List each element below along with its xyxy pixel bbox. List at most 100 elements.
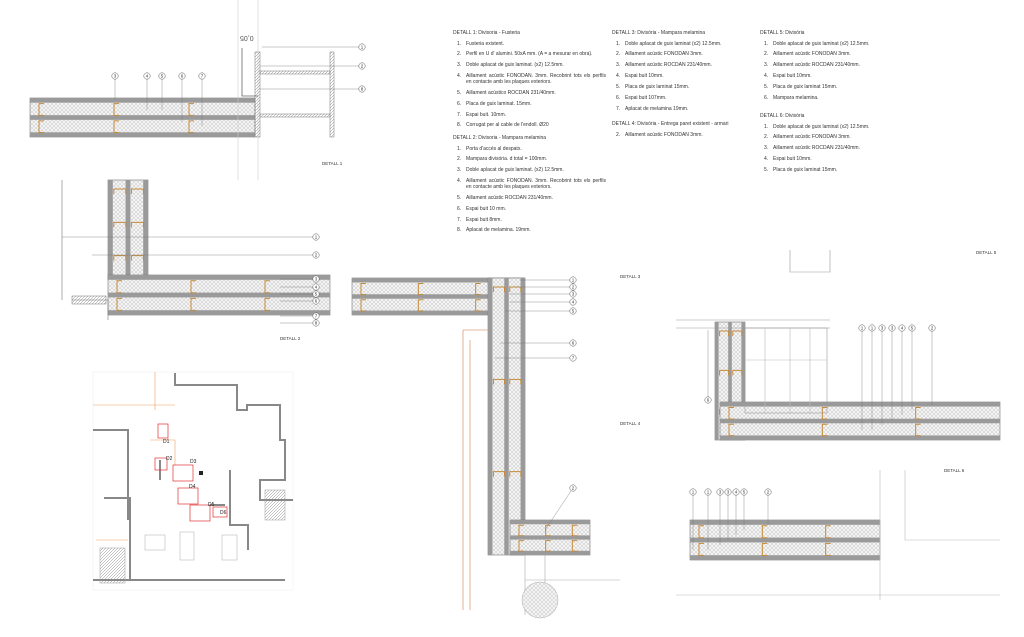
furniture — [221, 534, 238, 561]
note-item: 5.Aillament acústico ROCDAN 231/40mm. — [457, 89, 606, 97]
existing-lines — [676, 470, 1000, 600]
detail-marker-label: D2 — [166, 456, 173, 462]
note-item: 7.Espai buit 8mm. — [457, 216, 606, 224]
note-text: Aillament acústic ROCDAN 231/40mm. — [773, 145, 860, 152]
note-text: Placa de guix laminat 15mm. — [625, 84, 690, 91]
note-number: 2. — [764, 134, 769, 141]
callout-circle — [312, 233, 320, 241]
wall-detall-2-vertical — [107, 179, 149, 281]
callout-circle — [740, 488, 748, 496]
plan-lines — [93, 372, 176, 541]
note-text: Espai buit 10mm. — [773, 73, 812, 80]
callout-number: 5 — [911, 326, 914, 331]
note-item: 4.Espai buit 10mm. — [764, 157, 913, 163]
note-number: 3. — [616, 62, 621, 69]
callout-circle — [312, 290, 320, 298]
note-number: 3. — [457, 167, 462, 174]
callout-circle — [569, 354, 577, 362]
note-text: Aillament acústic FONODAN 3mm. — [773, 134, 851, 141]
note-text: Placa de guix laminat 15mm. — [773, 167, 838, 174]
gypsum-board — [510, 535, 590, 540]
callout-circle — [569, 298, 577, 306]
note-item: 3. Aillament acústic ROCDAN 231/40mm. — [616, 63, 765, 69]
note-number: 5. — [764, 84, 769, 91]
steel-profile — [761, 542, 768, 556]
note-item: 4.Espai buit 10mm. — [764, 74, 913, 80]
callout-circle — [878, 324, 886, 332]
note-item: 6.Placa de guix laminat. 15mm. — [457, 100, 606, 108]
callout-number: 1 — [871, 326, 874, 331]
note-text: Aillament acústic ROCDAN 231/40mm. — [625, 62, 712, 69]
note-number: 1. — [616, 40, 621, 47]
note-item: 2.Aillament acústic FONODAN 3mm. — [764, 52, 913, 58]
note-number: 1. — [457, 145, 462, 152]
steel-profile — [545, 540, 551, 552]
note-text: Porta d'accés al despatx. — [466, 145, 522, 152]
notes-title: DETALL 2: Divisoria - Mampara melamina — [453, 135, 547, 141]
gypsum-board — [504, 278, 509, 555]
note-item: 1.Doble aplacat de guix laminat (x2) 12.… — [616, 40, 765, 48]
gypsum-board — [352, 278, 524, 283]
steel-profile — [190, 297, 196, 311]
steel-profile — [113, 255, 127, 261]
gypsum-board — [352, 310, 524, 315]
note-text: Espai buit 10mm. — [625, 73, 664, 80]
detail-marker-label: D3 — [190, 459, 197, 465]
note-item: 4.Aillament acústic FONODAN. 3mm. Recobr… — [457, 73, 606, 85]
steel-profile — [518, 524, 524, 537]
u-profile — [241, 48, 258, 97]
callout-circle — [198, 72, 206, 80]
callout-number: 3 — [719, 490, 722, 495]
note-text: Espai buit 10mm. — [773, 156, 812, 163]
steel-profile — [732, 369, 743, 376]
note-text: Doble aplacat de guix laminat (x2) 12.5m… — [773, 123, 870, 130]
steel-profile — [113, 103, 119, 116]
note-number: 7. — [457, 216, 462, 223]
note-item: 2. Aillament acústic FONODAN 3mm. — [764, 135, 913, 141]
note-text: Doble aplacat de guix laminat. (x2) 12.5… — [466, 167, 564, 174]
steel-profile — [113, 120, 119, 134]
detail-marker-label: D1 — [163, 439, 170, 445]
callout-number: 1 — [707, 490, 710, 495]
gypsum-board — [690, 555, 880, 560]
note-item: 1.Doble aplacat de guix laminat (x2) 12.… — [764, 123, 913, 131]
callout-number: 8 — [361, 87, 364, 92]
callout-number: 7 — [315, 314, 318, 319]
steel-profile — [492, 471, 506, 477]
note-text: Aillament acústico ROCDAN 231/40mm. — [466, 89, 556, 96]
note-number: 4. — [616, 73, 621, 80]
window-mullions — [745, 328, 827, 413]
callout-number: 3 — [315, 277, 318, 282]
note-text: Perfil en U d' alumini. 50xA mm. (A = a … — [466, 51, 593, 58]
column — [521, 581, 559, 619]
note-text: Espai buit. 10mm. — [466, 111, 507, 118]
steel-profile — [475, 299, 481, 312]
callout-number: 6 — [315, 299, 318, 304]
callout-number: 6 — [181, 74, 184, 79]
steel-profile — [417, 299, 424, 312]
gypsum-board — [108, 292, 330, 298]
label-detall-3: DETALL 3 — [620, 274, 641, 279]
detail-marker-label: D6 — [220, 510, 227, 516]
note-item: 2.Aillament acústic FONODAN 3mm. — [616, 52, 765, 58]
callout-number: 7 — [572, 356, 575, 361]
note-text: Placa de guix laminat. 15mm. — [466, 100, 532, 107]
note-number: 4. — [457, 178, 462, 185]
gypsum-board — [520, 278, 525, 555]
note-item: 3.Doble aplacat de guix laminat. (x2) 12… — [457, 63, 606, 69]
wall-detall-4-vertical — [487, 277, 526, 556]
aluminium-frame — [254, 51, 261, 138]
gypsum-board — [720, 435, 1000, 440]
steel-profile — [698, 525, 704, 539]
notes-title: DETALL 5: Divisória — [760, 30, 805, 36]
note-item: 3. Doble aplacat de guix laminat. (x2) 12… — [457, 168, 606, 174]
gypsum-board — [715, 322, 719, 440]
callout-number: 2 — [931, 326, 934, 331]
steel-profile — [728, 407, 734, 420]
gypsum-board — [30, 98, 255, 103]
gypsum-board — [690, 520, 880, 525]
note-number: 3. — [457, 62, 462, 69]
label-detall-5: DETALL 5 — [976, 250, 997, 255]
plan-walls — [93, 373, 293, 581]
